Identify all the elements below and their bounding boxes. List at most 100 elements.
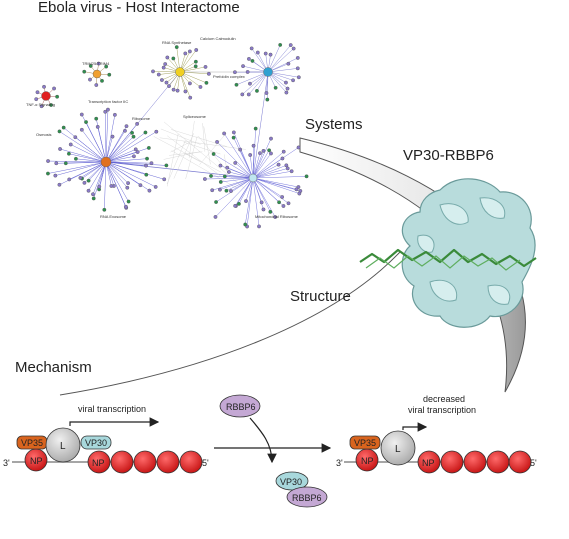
host-protein-node	[261, 207, 266, 212]
host-protein-node	[46, 159, 50, 163]
np-protein	[440, 450, 464, 474]
host-protein-node	[245, 70, 250, 74]
host-protein-node	[241, 64, 245, 69]
host-protein-node	[246, 92, 251, 97]
host-protein-node	[95, 124, 100, 129]
host-protein-node	[202, 177, 207, 181]
host-factor-node	[243, 222, 248, 227]
host-protein-node	[35, 90, 40, 95]
host-protein-node	[126, 181, 130, 186]
vp30-protein	[80, 435, 112, 450]
host-protein-node	[79, 127, 84, 132]
host-factor-node	[209, 174, 213, 178]
host-factor-node	[107, 72, 112, 77]
np-protein	[417, 450, 441, 474]
host-protein-node	[198, 85, 203, 89]
svg-text:L: L	[60, 441, 66, 452]
l-polymerase	[380, 430, 416, 466]
host-protein-node	[78, 176, 83, 180]
host-protein-node	[183, 89, 188, 94]
host-protein-node	[112, 112, 117, 117]
host-protein-node	[238, 147, 243, 152]
host-protein-node	[284, 90, 289, 95]
host-protein-node	[53, 173, 58, 178]
transcription-label: viral transcription	[78, 404, 146, 414]
interactome-network	[34, 43, 309, 229]
host-protein-node	[276, 162, 281, 167]
host-protein-node	[68, 142, 73, 147]
cluster-label: Prefoldin complex	[213, 74, 245, 79]
host-factor-node	[273, 85, 278, 90]
host-protein-node	[273, 215, 278, 219]
host-protein-node	[187, 49, 192, 54]
host-protein-node	[259, 200, 264, 205]
host-protein-node	[188, 81, 192, 86]
rbbp6-bound	[286, 486, 328, 508]
host-protein-node	[215, 140, 219, 144]
np-protein	[179, 450, 203, 474]
host-protein-node	[210, 188, 215, 193]
host-protein-node	[295, 66, 300, 71]
host-protein-node	[124, 124, 129, 129]
host-factor-node	[237, 201, 241, 206]
host-protein-node	[34, 97, 39, 102]
host-protein-node	[286, 201, 291, 206]
host-protein-node	[163, 62, 168, 66]
host-protein-node	[156, 72, 161, 77]
host-factor-node	[102, 207, 107, 212]
host-protein-node	[151, 69, 155, 74]
cluster-label: Osmosis	[36, 132, 52, 137]
hub-cyan-node	[263, 67, 273, 77]
host-protein-node	[251, 143, 256, 148]
host-protein-node	[94, 83, 99, 87]
host-factor-node	[46, 171, 50, 176]
vp30-peptide	[359, 248, 537, 268]
transcription-arrow	[69, 417, 160, 427]
host-protein-node	[249, 46, 254, 51]
host-factor-node	[88, 64, 93, 68]
host-protein-node	[58, 147, 62, 151]
host-factor-node	[49, 103, 53, 107]
host-factor-node	[193, 59, 198, 64]
svg-text:NP: NP	[361, 456, 374, 466]
host-protein-node	[86, 188, 91, 193]
host-protein-node	[109, 184, 114, 188]
host-factor-node	[218, 180, 223, 184]
host-protein-node	[135, 150, 140, 154]
cluster-label: Transcription factor IIC	[88, 99, 128, 104]
host-factor-node	[91, 196, 96, 201]
host-protein-node	[88, 77, 92, 82]
host-factor-node	[144, 172, 149, 177]
host-factor-node	[61, 125, 66, 130]
host-protein-node	[247, 57, 251, 61]
decreased-label-2: viral transcription	[408, 405, 476, 415]
host-protein-node	[280, 195, 285, 199]
host-protein-node	[144, 163, 148, 168]
host-factor-node	[224, 188, 229, 193]
svg-text:NP: NP	[92, 458, 105, 468]
host-protein-node	[229, 189, 233, 193]
host-factor-node	[250, 59, 255, 63]
rna-3-prime: 3'	[336, 458, 343, 468]
decreased-transcription-arrow	[402, 422, 428, 432]
host-protein-node	[135, 121, 140, 126]
host-protein-node	[57, 182, 62, 187]
host-factor-node	[126, 199, 131, 204]
svg-text:RBBP6: RBBP6	[226, 402, 256, 412]
host-factor-node	[234, 82, 239, 87]
host-protein-node	[91, 192, 95, 197]
host-factor-node	[130, 130, 134, 135]
host-protein-node	[257, 224, 261, 229]
host-protein-node	[171, 87, 176, 92]
host-protein-node	[67, 177, 72, 182]
host-factor-node	[265, 97, 270, 102]
host-factor-node	[57, 129, 62, 134]
host-protein-node	[269, 136, 273, 141]
np-protein	[87, 450, 111, 474]
host-protein-node	[54, 161, 59, 166]
host-protein-node	[162, 177, 167, 182]
host-protein-node	[175, 88, 180, 93]
svg-text:RBBP6: RBBP6	[292, 493, 322, 503]
complex-label: VP30-RBBP6	[403, 147, 494, 164]
host-factor-node	[94, 116, 99, 121]
